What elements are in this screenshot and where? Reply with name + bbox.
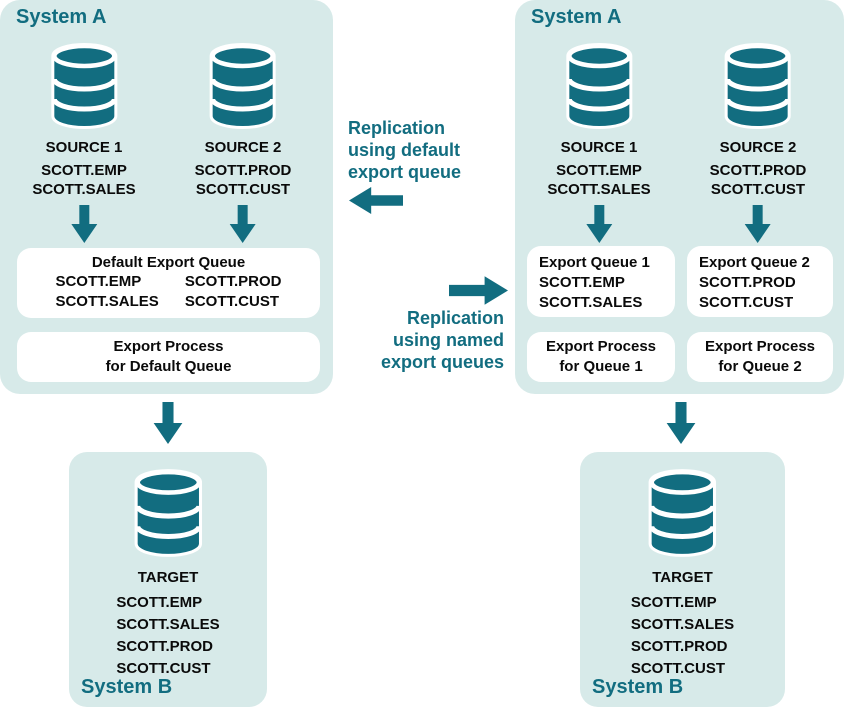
left-arrow-icon <box>348 187 404 214</box>
process-box-line: Export Process <box>113 338 224 355</box>
right-flow-down-arrow-icon <box>666 402 696 444</box>
table-name: SCOTT.EMP <box>116 594 203 611</box>
source-1-tables: SCOTT.EMP SCOTT.SALES <box>32 161 135 199</box>
table-name: SCOTT.CUST <box>630 660 725 677</box>
database-icon <box>130 466 206 560</box>
process-box-line: for Default Queue <box>105 358 232 375</box>
table-name: SCOTT.PROD <box>194 162 292 179</box>
left-source-2-group: SOURCE 2 SCOTT.PROD SCOTT.CUST <box>195 40 292 243</box>
export-process-1-box: Export Process for Queue 1 <box>527 332 675 382</box>
queue-box-title: Default Export Queue <box>91 254 246 271</box>
left-target-group: TARGET SCOTT.EMP SCOTT.SALES SCOTT.PROD … <box>116 466 220 680</box>
table-name: SCOTT.CUST <box>184 293 279 310</box>
target-tables: SCOTT.EMP SCOTT.SALES SCOTT.PROD SCOTT.C… <box>631 592 734 680</box>
right-source-1-group: SOURCE 1 SCOTT.EMP SCOTT.SALES <box>547 40 651 243</box>
left-flow-down-arrow-icon <box>153 402 183 444</box>
table-name: SCOTT.EMP <box>630 594 717 611</box>
table-name: SCOTT.EMP <box>556 162 642 179</box>
down-arrow-icon <box>745 205 771 243</box>
process-box-line: Export Process <box>704 338 816 355</box>
table-name: SCOTT.CUST <box>116 660 211 677</box>
source-2-label: SOURCE 2 <box>719 139 797 156</box>
table-name: SCOTT.SALES <box>547 181 651 198</box>
database-icon <box>562 40 636 132</box>
right-system-b-title: System B <box>592 676 684 698</box>
left-system-a-panel: System A SOURCE 1 SCOTT.EMP SCOTT.SALES … <box>0 0 333 394</box>
table-name: SCOTT.SALES <box>539 294 643 311</box>
replication-default-label: Replication using default export queue <box>348 117 461 183</box>
process-box-line: for Queue 2 <box>718 358 802 375</box>
table-name: SCOTT.PROD <box>184 273 282 290</box>
default-export-process-box: Export Process for Default Queue <box>17 332 320 382</box>
source-1-tables: SCOTT.EMP SCOTT.SALES <box>547 161 650 199</box>
table-name: SCOTT.SALES <box>55 293 159 310</box>
left-system-b-panel: TARGET SCOTT.EMP SCOTT.SALES SCOTT.PROD … <box>69 452 267 707</box>
target-tables: SCOTT.EMP SCOTT.SALES SCOTT.PROD SCOTT.C… <box>116 592 219 680</box>
down-arrow-icon <box>230 205 256 243</box>
right-system-a-title: System A <box>531 6 622 28</box>
right-arrow-icon <box>449 276 508 305</box>
source-1-label: SOURCE 1 <box>560 139 638 156</box>
table-name: SCOTT.CUST <box>699 294 794 311</box>
source-1-label: SOURCE 1 <box>45 139 123 156</box>
database-icon <box>206 40 280 132</box>
table-name: SCOTT.PROD <box>116 638 214 655</box>
label-line: Replication <box>348 118 446 138</box>
queue-column-1: SCOTT.EMP SCOTT.SALES <box>55 272 158 312</box>
export-process-2-box: Export Process for Queue 2 <box>687 332 833 382</box>
queue-box-title: Export Queue 2 <box>699 254 810 271</box>
source-2-label: SOURCE 2 <box>204 139 282 156</box>
table-name: SCOTT.EMP <box>55 273 142 290</box>
process-box-line: for Queue 1 <box>559 358 643 375</box>
target-label: TARGET <box>137 569 199 586</box>
table-name: SCOTT.PROD <box>630 638 728 655</box>
table-name: SCOTT.PROD <box>699 274 796 291</box>
down-arrow-icon <box>586 205 612 243</box>
label-line: using default <box>348 140 460 160</box>
right-source-2-group: SOURCE 2 SCOTT.PROD SCOTT.CUST <box>710 40 807 243</box>
default-export-queue-box: Default Export Queue SCOTT.EMP SCOTT.SAL… <box>17 248 320 318</box>
right-system-a-panel: System A SOURCE 1 SCOTT.EMP SCOTT.SALES … <box>515 0 844 394</box>
table-name: SCOTT.SALES <box>116 616 220 633</box>
table-name: SCOTT.PROD <box>709 162 807 179</box>
table-name: SCOTT.CUST <box>195 181 291 198</box>
database-icon <box>47 40 121 132</box>
left-source-1-group: SOURCE 1 SCOTT.EMP SCOTT.SALES <box>32 40 136 243</box>
table-name: SCOTT.EMP <box>41 162 127 179</box>
queue-column-2: SCOTT.PROD SCOTT.CUST <box>185 272 282 312</box>
label-line: using named <box>392 330 504 350</box>
down-arrow-icon <box>71 205 97 243</box>
label-line: Replication <box>406 308 504 328</box>
database-icon <box>644 466 720 560</box>
export-queue-1-box: Export Queue 1 SCOTT.EMP SCOTT.SALES <box>527 246 675 317</box>
process-box-line: Export Process <box>545 338 657 355</box>
left-system-b-title: System B <box>81 676 173 698</box>
label-line: export queue <box>348 162 462 182</box>
table-name: SCOTT.CUST <box>710 181 806 198</box>
target-label: TARGET <box>652 569 713 586</box>
source-2-tables: SCOTT.PROD SCOTT.CUST <box>710 161 807 199</box>
source-2-tables: SCOTT.PROD SCOTT.CUST <box>195 161 292 199</box>
right-system-b-panel: TARGET SCOTT.EMP SCOTT.SALES SCOTT.PROD … <box>580 452 785 707</box>
replication-named-label: Replication using named export queues <box>324 307 504 373</box>
right-target-group: TARGET SCOTT.EMP SCOTT.SALES SCOTT.PROD … <box>631 466 734 680</box>
table-name: SCOTT.EMP <box>539 274 625 291</box>
label-line: export queues <box>380 352 504 372</box>
table-name: SCOTT.SALES <box>630 616 735 633</box>
export-queue-2-box: Export Queue 2 SCOTT.PROD SCOTT.CUST <box>687 246 833 317</box>
table-name: SCOTT.SALES <box>32 181 136 198</box>
queue-box-title: Export Queue 1 <box>539 254 650 271</box>
database-icon <box>721 40 795 132</box>
left-system-a-title: System A <box>16 6 107 28</box>
